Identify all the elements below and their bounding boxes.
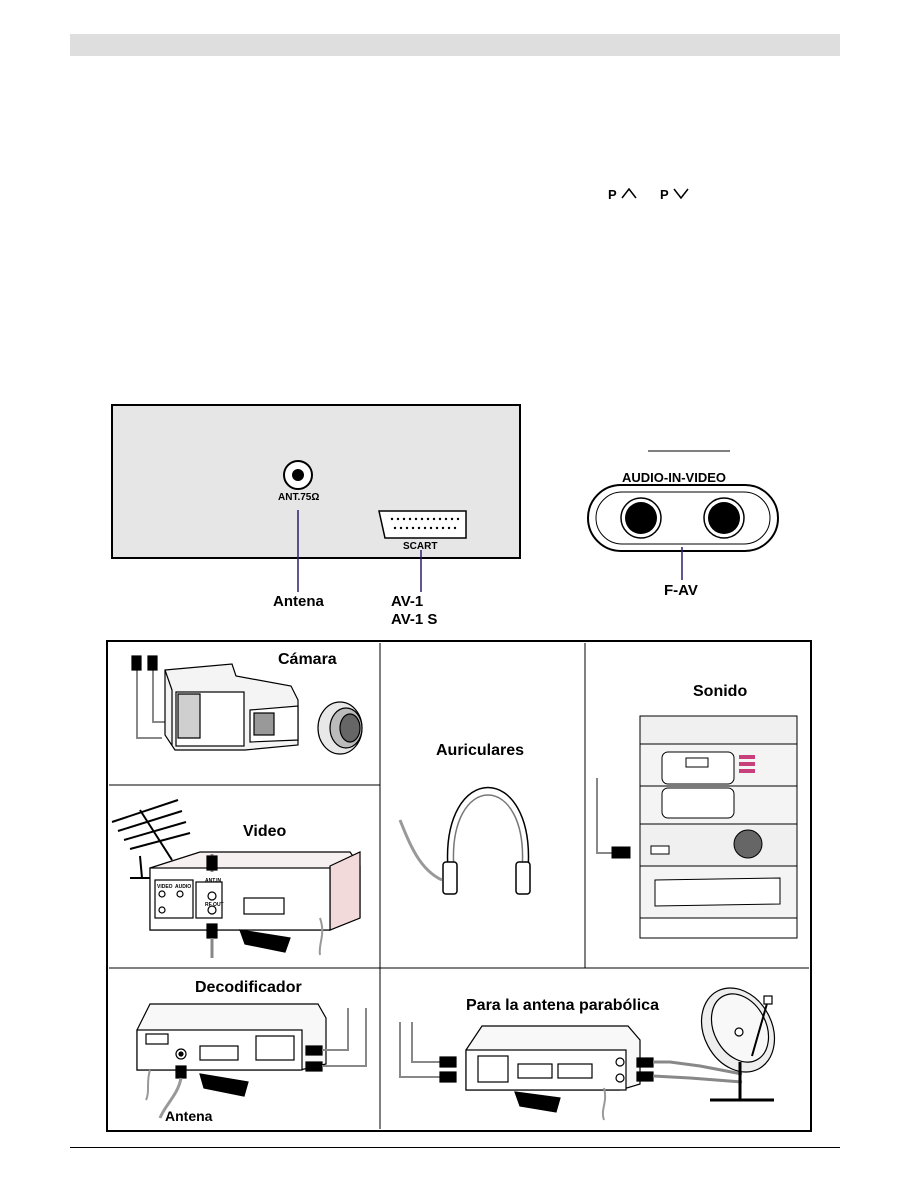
chevron-up-icon [621, 187, 637, 199]
footer-rule [70, 1147, 840, 1148]
front-jack-label: AUDIO-IN-VIDEO [622, 470, 726, 485]
scart-label: SCART [403, 541, 438, 552]
vcr-video-out-label: VIDEO [157, 884, 173, 890]
antenna-callout-label: Antena [273, 593, 324, 610]
front-av-panel [587, 484, 779, 552]
antenna-socket [283, 460, 313, 490]
chevron-down-icon [673, 188, 689, 200]
video-label: Video [243, 823, 287, 840]
decoder-antenna-label: Antena [165, 1108, 213, 1124]
av1-callout-label: AV-1 [391, 593, 424, 610]
satellite-receiver-illustration [399, 987, 776, 1121]
vcr-ant-in-label: ANT.IN [205, 878, 222, 884]
camera-illustration [131, 655, 363, 755]
header-bar [70, 34, 840, 56]
device-grid [106, 640, 812, 1132]
decoder-illustration [136, 1003, 367, 1119]
scart-connector [378, 510, 467, 539]
headphones-illustration [398, 786, 531, 895]
antenna-socket-label: ANT.75Ω [278, 492, 320, 503]
av1s-callout-label: AV-1 S [391, 611, 438, 628]
p-up-label: P [608, 187, 617, 202]
decoder-label: Decodificador [195, 979, 302, 996]
satellite-label: Para la antena parabólica [466, 997, 659, 1014]
vcr-audio-out-label: AUDIO [175, 884, 192, 890]
p-down-label: P [660, 187, 669, 202]
sound-label: Sonido [693, 683, 748, 700]
vcr-rf-out-label: RF OUT [205, 902, 224, 908]
sound-system-illustration [596, 715, 798, 939]
video-recorder-illustration [111, 799, 361, 958]
headphones-label: Auriculares [436, 742, 525, 759]
camera-label: Cámara [278, 651, 337, 668]
fav-callout-label: F-AV [664, 582, 698, 599]
